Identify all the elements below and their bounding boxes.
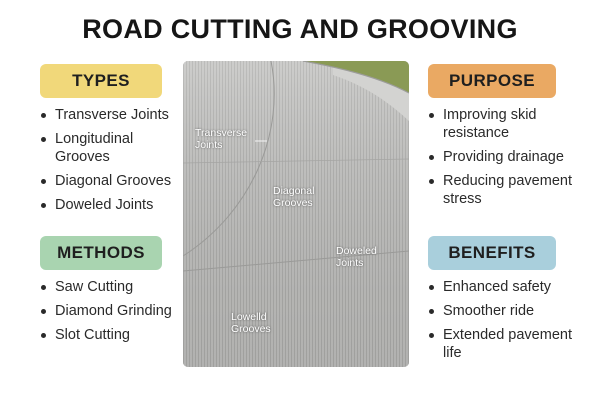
photo-label-lowelld: Lowelld Grooves — [231, 311, 271, 335]
benefits-badge: BENEFITS — [428, 236, 556, 270]
photo-label-doweled: Doweled Joints — [336, 245, 377, 269]
list-item: Reducing pavement stress — [428, 172, 578, 208]
methods-list: Saw Cutting Diamond Grinding Slot Cuttin… — [40, 278, 190, 344]
types-badge: TYPES — [40, 64, 162, 98]
methods-heading: METHODS — [57, 243, 145, 262]
purpose-heading: PURPOSE — [449, 71, 535, 90]
purpose-section: PURPOSE Improving skid resistance Provid… — [428, 64, 578, 214]
page-title: ROAD CUTTING AND GROOVING — [82, 14, 518, 44]
list-item: Diagonal Grooves — [40, 172, 190, 190]
list-item: Providing drainage — [428, 148, 578, 166]
list-item: Smoother ride — [428, 302, 578, 320]
road-illustration — [183, 61, 409, 367]
list-item: Improving skid resistance — [428, 106, 578, 142]
types-list: Transverse Joints Longitudinal Grooves D… — [40, 106, 190, 214]
types-heading: TYPES — [72, 71, 130, 90]
road-photo: Transverse Joints Diagonal Grooves Dowel… — [183, 61, 409, 367]
methods-badge: METHODS — [40, 236, 162, 270]
list-item: Saw Cutting — [40, 278, 190, 296]
benefits-section: BENEFITS Enhanced safety Smoother ride E… — [428, 236, 578, 368]
list-item: Doweled Joints — [40, 196, 190, 214]
benefits-list: Enhanced safety Smoother ride Extended p… — [428, 278, 578, 362]
purpose-badge: PURPOSE — [428, 64, 556, 98]
benefits-heading: BENEFITS — [448, 243, 536, 262]
list-item: Enhanced safety — [428, 278, 578, 296]
list-item: Transverse Joints — [40, 106, 190, 124]
photo-label-transverse: Transverse Joints — [195, 127, 248, 151]
photo-label-diagonal: Diagonal Grooves — [273, 185, 315, 209]
list-item: Extended pavement life — [428, 326, 578, 362]
list-item: Diamond Grinding — [40, 302, 190, 320]
purpose-list: Improving skid resistance Providing drai… — [428, 106, 578, 208]
list-item: Longitudinal Grooves — [40, 130, 190, 166]
types-section: TYPES Transverse Joints Longitudinal Gro… — [40, 64, 190, 220]
methods-section: METHODS Saw Cutting Diamond Grinding Slo… — [40, 236, 190, 350]
list-item: Slot Cutting — [40, 326, 190, 344]
